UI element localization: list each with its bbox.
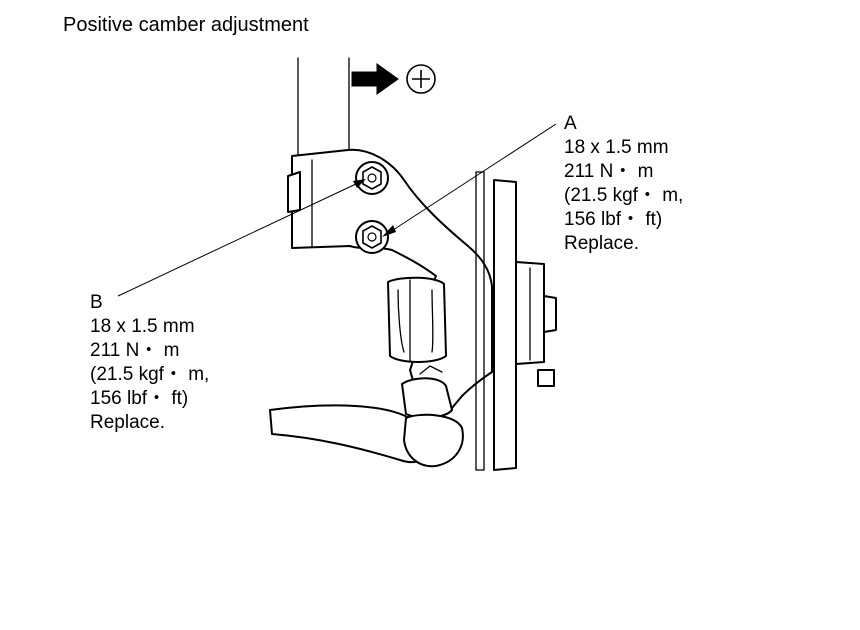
wheel-hub [515,261,557,387]
arrow-right-icon [351,63,399,95]
plus-circle-icon [406,64,436,94]
callout-a-torque-kgf: (21.5 kgf・ m, [564,185,684,206]
diagram-title: Positive camber adjustment [63,14,309,36]
strut [297,57,350,159]
callout-a-torque-nm: 211 N・ m [564,161,654,182]
brake-disc [475,171,517,471]
callout-b-torque-lbf: 156 lbf・ ft) [90,388,189,409]
callout-b: B 18 x 1.5 mm 211 N・ m (21.5 kgf・ m, 156… [90,291,209,435]
callout-b-torque-nm: 211 N・ m [90,340,180,361]
bolt-a [355,220,389,254]
ball-joint [401,365,464,468]
callout-b-note: Replace. [90,412,165,433]
clamp-flange [287,171,301,213]
callout-a-note: Replace. [564,233,639,254]
callout-a-bolt-size: 18 x 1.5 mm [564,137,669,158]
callout-b-bolt-size: 18 x 1.5 mm [90,316,195,337]
steering-knuckle [291,148,493,409]
callout-a: A 18 x 1.5 mm 211 N・ m (21.5 kgf・ m, 156… [564,112,683,256]
leader-line-a [382,123,557,237]
callout-a-torque-lbf: 156 lbf・ ft) [564,209,663,230]
driveshaft-boot [387,276,447,363]
bolt-b [355,161,389,195]
leader-line-b [117,179,366,297]
callout-a-letter: A [564,113,577,134]
callout-b-torque-kgf: (21.5 kgf・ m, [90,364,210,385]
callout-b-letter: B [90,292,103,313]
